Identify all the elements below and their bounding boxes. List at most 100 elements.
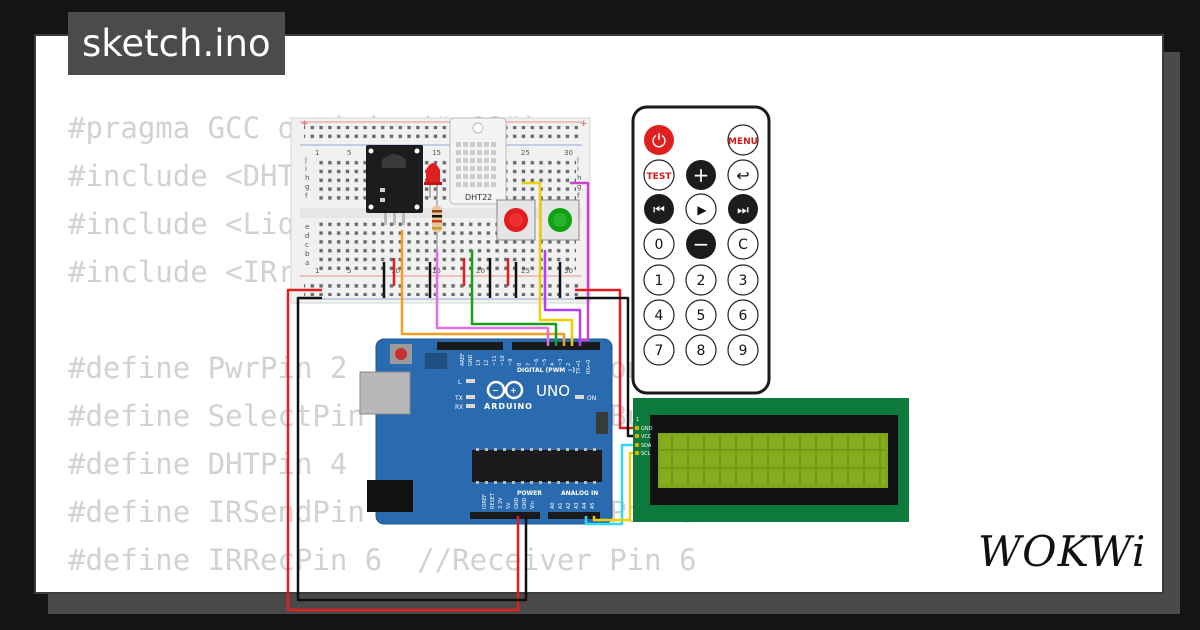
remote-button-8[interactable] [685, 334, 717, 366]
row-label: f [305, 192, 308, 200]
pin-label: Vin [530, 501, 536, 509]
row-label: i [305, 165, 307, 173]
remote-digit: 8 [697, 343, 706, 359]
remote-button-4[interactable] [643, 299, 675, 331]
col-label: 1 [315, 267, 319, 275]
row-label: g [305, 183, 309, 191]
pin-label: A5 [590, 502, 596, 509]
pin-label: A1 [558, 502, 564, 509]
remote-digit: 3 [739, 273, 748, 289]
arduino-uno[interactable]: AREF GND 13 12 ~11 ~10 ~9 8 7 ~6 ~5 4 ~3… [359, 338, 613, 525]
play-icon: ▶ [697, 203, 707, 217]
pin-label: A0 [550, 502, 556, 509]
pin-label: A3 [574, 502, 580, 509]
usb-port [359, 371, 411, 415]
menu-label: MENU [728, 137, 758, 147]
pin-label: ~6 [534, 359, 540, 366]
led-rx [466, 404, 475, 408]
remote-test-button[interactable] [643, 159, 675, 191]
remote-button-2[interactable] [685, 264, 717, 296]
wokwi-logo: WOKWi [978, 527, 1146, 576]
remote-digit: 9 [739, 343, 748, 359]
pin-label: ~3 [558, 359, 564, 366]
remote-digit: 4 [655, 308, 664, 324]
row-label: a [305, 259, 309, 267]
pin-label: 4 [550, 363, 556, 366]
ir-remote[interactable]: ⏻ MENU TEST + ↩ ⏮ ▶ ⏭ 0 − C 1 2 3 4 [631, 105, 771, 395]
pin-label: RESET [490, 492, 496, 509]
remote-power-button[interactable] [644, 125, 674, 155]
select-pushbutton[interactable] [540, 199, 580, 241]
col-label: 1 [315, 149, 319, 157]
wire-black-gnd [296, 296, 528, 602]
pin-label: 3.3V [498, 497, 504, 509]
remote-menu-button[interactable] [727, 124, 759, 156]
row-label: h [305, 174, 309, 182]
remote-button-6[interactable] [727, 299, 759, 331]
atmega-chip [472, 450, 602, 482]
remote-digit: 6 [739, 308, 748, 324]
dht-label: DHT22 [465, 193, 492, 202]
rail-plus: + [301, 119, 309, 129]
wire-purple [543, 250, 582, 346]
icsp-header [425, 353, 447, 369]
remote-button-9[interactable] [727, 334, 759, 366]
wires [286, 181, 640, 612]
power-pushbutton[interactable] [496, 199, 536, 241]
wire-orange [400, 230, 566, 346]
remote-button-1[interactable] [643, 264, 675, 296]
remote-play-button[interactable] [685, 193, 717, 225]
rewind-icon: ⏮ [653, 203, 665, 218]
file-tab[interactable]: sketch.ino [68, 12, 285, 75]
col-label: 20 [476, 267, 485, 275]
plus-icon: + [693, 163, 710, 187]
pin-label: 12 [484, 360, 490, 366]
wire-green [470, 250, 558, 346]
remote-digit: 0 [655, 237, 664, 253]
col-label: 10 [391, 267, 400, 275]
remote-digit: 7 [655, 343, 664, 359]
row-label: g [577, 183, 581, 191]
pin-label: AREF [460, 353, 466, 366]
arduino-model: UNO [536, 382, 570, 400]
remote-rewind-button[interactable] [644, 194, 674, 224]
remote-forward-button[interactable] [728, 194, 758, 224]
remote-plus-button[interactable] [686, 160, 716, 190]
lcd-pin-label: VCC [641, 434, 652, 440]
pin-label: TX→1 [576, 360, 582, 375]
col-label: 30 [564, 267, 573, 275]
remote-button-0[interactable] [643, 228, 675, 260]
lcd-i2c-display[interactable]: 1 GND VCC SDA SCL [633, 398, 909, 522]
remote-clear-button[interactable] [727, 228, 759, 260]
wire-cyan-sda [584, 443, 640, 526]
remote-button-3[interactable] [727, 264, 759, 296]
reset-button-cap[interactable] [395, 348, 407, 360]
analog-header [548, 512, 600, 519]
row-label: i [577, 165, 579, 173]
wokwi-logo-text: WOKWi [978, 527, 1146, 576]
remote-button-7[interactable] [643, 334, 675, 366]
lcd-pin-label: SDA [641, 443, 652, 449]
icsp2-header [596, 412, 608, 434]
dht22-sensor[interactable]: DHT22 [449, 117, 507, 205]
remote-digit: 1 [655, 273, 664, 289]
led-label: L [458, 379, 462, 386]
ir-receiver[interactable] [366, 145, 423, 225]
remote-back-button[interactable] [727, 159, 759, 191]
remote-button-5[interactable] [685, 299, 717, 331]
pin-label: 7 [526, 363, 532, 366]
lcd-pin-label: GND [641, 426, 653, 432]
row-label: e [305, 223, 309, 231]
row-label: h [577, 174, 581, 182]
pin-label: ~10 [500, 355, 506, 366]
led-label: RX [455, 404, 463, 411]
minus-icon: − [693, 232, 710, 256]
red-led[interactable] [424, 163, 442, 198]
power-header [470, 512, 540, 519]
remote-minus-button[interactable] [686, 229, 716, 259]
pin-label: 2 [566, 363, 572, 366]
pin-label: GND [522, 497, 528, 509]
col-label: 5 [347, 149, 351, 157]
led-l [466, 379, 475, 383]
